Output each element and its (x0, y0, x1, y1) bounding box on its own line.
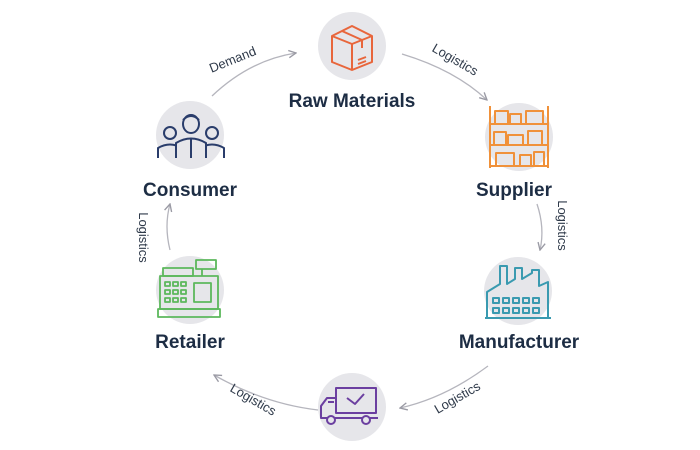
people-group-icon (157, 114, 225, 158)
retailer-node (156, 256, 224, 324)
consumer-label: Consumer (143, 180, 237, 201)
consumer-node (156, 101, 225, 169)
logistics-label-retailer-to-consumer: Logistics (135, 212, 151, 263)
box-icon (331, 25, 373, 71)
manufacturer-label: Manufacturer (458, 332, 580, 353)
warehouse-shelf-icon (489, 106, 549, 168)
arrow-raw-materials-to-supplier (401, 53, 487, 100)
arrow-supplier-to-manufacturer (536, 203, 542, 250)
supplier-node (485, 103, 553, 171)
raw-materials-label: Raw Materials (288, 91, 416, 112)
retailer-label: Retailer (155, 332, 225, 353)
supplier-label: Supplier (475, 180, 553, 201)
arrow-truck-to-retailer (214, 375, 319, 411)
delivery-truck-icon (320, 387, 378, 425)
arrow-consumer-to-raw-materials (211, 53, 296, 97)
logistics-label-supplier-to-manufacturer: Logistics (554, 200, 570, 251)
raw-materials-node (318, 12, 386, 80)
manufacturer-node (484, 257, 552, 325)
arrow-manufacturer-to-truck (400, 365, 489, 408)
factory-icon (485, 265, 551, 319)
distribution-node (318, 373, 386, 441)
arrow-retailer-to-consumer (167, 204, 170, 251)
cash-register-icon (157, 259, 221, 318)
